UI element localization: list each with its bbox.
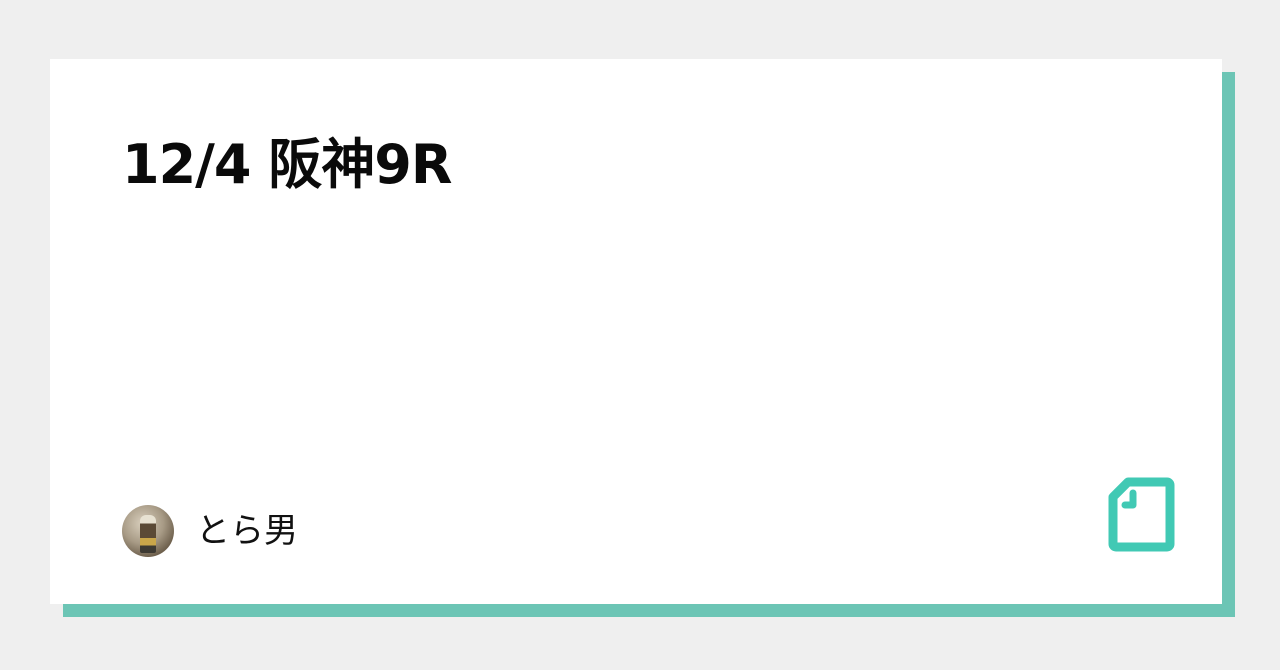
avatar-figure bbox=[140, 515, 156, 553]
author-info[interactable]: とら男 bbox=[122, 505, 298, 557]
author-name: とら男 bbox=[196, 511, 298, 551]
author-avatar[interactable] bbox=[122, 505, 174, 557]
note-document-icon bbox=[1108, 477, 1175, 552]
article-title: 12/4 阪神9R bbox=[122, 133, 452, 196]
article-card[interactable]: 12/4 阪神9R とら男 bbox=[50, 59, 1222, 604]
